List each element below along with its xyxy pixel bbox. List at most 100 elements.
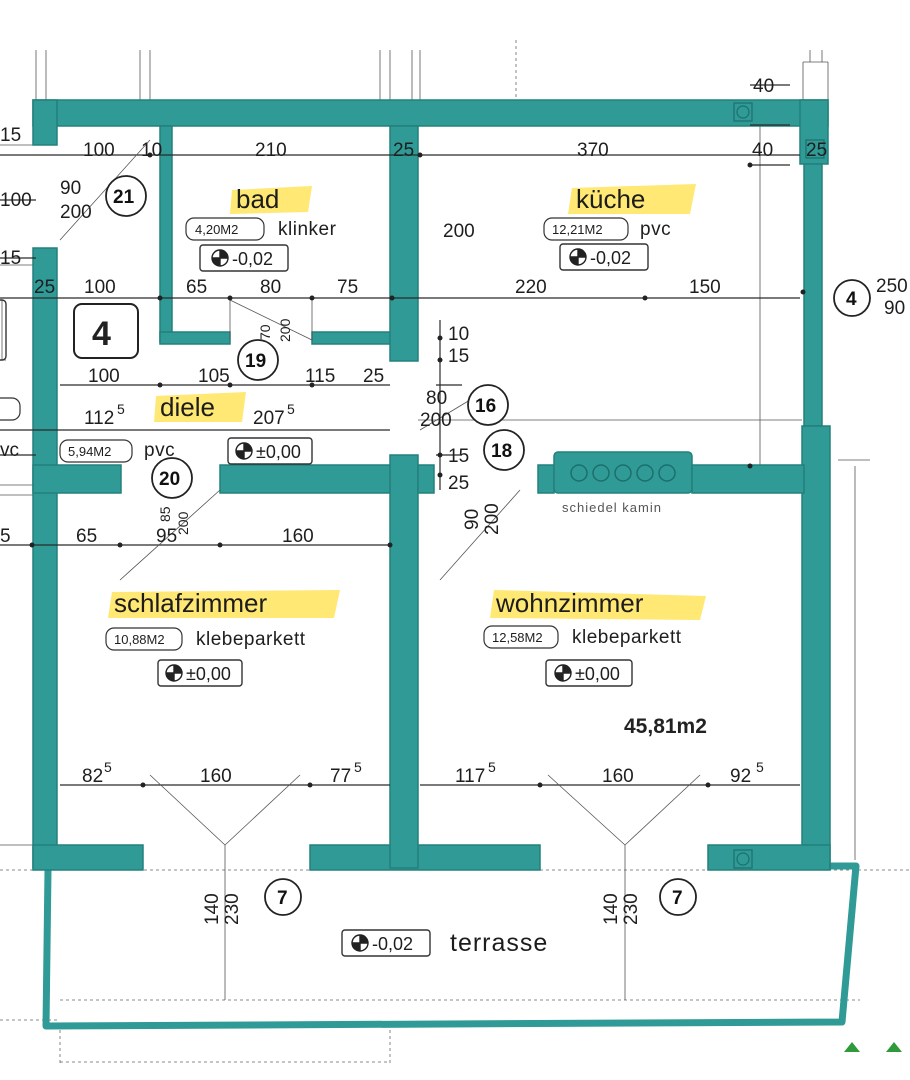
level-kueche: -0,02: [559, 243, 649, 271]
terrace-outline: [42, 862, 860, 1030]
dimension-labels: 15 40 100 10 210 25 370 40 25 90 100 200…: [0, 76, 908, 925]
marker-19: 19: [237, 339, 279, 381]
left-edge-fragments: [0, 299, 21, 421]
dim-90: 90: [60, 178, 81, 199]
level-bad-text: -0,02: [232, 249, 273, 269]
svg-text:7: 7: [672, 888, 683, 909]
level-wohnzimmer-text: ±0,00: [575, 664, 620, 684]
wohnzimmer-info: 12,58M2 klebeparkett: [483, 625, 682, 649]
svg-text:20: 20: [159, 469, 180, 490]
dim-40-top: 40: [753, 76, 774, 97]
wohnzimmer-material: klebeparkett: [572, 627, 682, 648]
dim-100-diele: 100: [88, 366, 120, 387]
room-name-terrasse: terrasse: [450, 929, 548, 957]
dim-65-bed: 65: [76, 526, 97, 547]
dim-25-right: 25: [806, 140, 827, 161]
dim-150: 150: [689, 277, 721, 298]
dim-220: 220: [515, 277, 547, 298]
level-kueche-text: -0,02: [590, 248, 631, 268]
dimension-ticks: [29, 152, 806, 788]
room-name-wohnzimmer: wohnzimmer: [495, 588, 644, 618]
total-area: 45,81m2: [624, 715, 707, 738]
dim-200-bath: 200: [277, 318, 293, 342]
diele-area: 5,94M2: [68, 444, 111, 459]
level-terrasse-text: -0,02: [372, 934, 413, 954]
dim-160-bedwin: 160: [200, 766, 232, 787]
level-bad: -0,02: [199, 244, 289, 272]
dimension-lines: [0, 84, 800, 1000]
level-terrasse: -0,02: [341, 929, 431, 957]
room-highlights: [108, 184, 706, 620]
corner-symbols: [733, 102, 825, 869]
dim-90-right: 90: [884, 298, 905, 319]
marker-7-right: 7: [659, 878, 697, 916]
marker-7-left: 7: [264, 878, 302, 916]
corner-arrows: [844, 1042, 902, 1052]
dim-200-door-20: 200: [175, 511, 191, 535]
room-name-schlafzimmer: schlafzimmer: [114, 588, 267, 618]
dim-95: 95: [156, 526, 177, 547]
bad-area: 4,20M2: [195, 222, 238, 237]
level-diele: ±0,00: [227, 437, 313, 465]
dim-90-door-18: 90: [462, 509, 483, 530]
svg-text:19: 19: [245, 351, 266, 372]
dim-100-top: 100: [83, 140, 115, 161]
dim-77-sup: 5: [354, 759, 362, 775]
dim-vc: vc: [0, 440, 19, 461]
dim-160-livwin: 160: [602, 766, 634, 787]
dim-25-left: 25: [34, 277, 55, 298]
unit-number: 4: [92, 315, 111, 353]
svg-text:7: 7: [277, 888, 288, 909]
dim-160-bed: 160: [282, 526, 314, 547]
level-schlafzimmer-text: ±0,00: [186, 664, 231, 684]
dim-105: 105: [198, 366, 230, 387]
svg-text:21: 21: [113, 187, 135, 208]
dim-80: 80: [260, 277, 281, 298]
marker-21: 21: [105, 175, 147, 217]
chimney-label: schiedel kamin: [562, 500, 662, 515]
dim-92-sup: 5: [756, 759, 764, 775]
dim-25-diele: 25: [363, 366, 384, 387]
svg-text:4: 4: [846, 289, 857, 310]
dim-15-low: 15: [448, 446, 469, 467]
dim-15-left: 15: [0, 248, 21, 269]
dim-15-mid: 15: [448, 346, 469, 367]
wohnzimmer-area: 12,58M2: [492, 630, 543, 645]
room-name-diele: diele: [160, 392, 215, 422]
dim-85: 85: [157, 506, 173, 522]
dim-230-a: 230: [222, 893, 243, 925]
dim-370: 370: [577, 140, 609, 161]
kueche-area: 12,21M2: [552, 222, 603, 237]
dim-75: 75: [337, 277, 358, 298]
dim-112-sup: 5: [117, 401, 125, 417]
dim-25-top: 25: [393, 140, 414, 161]
walls: [32, 99, 831, 871]
room-name-kueche: küche: [576, 184, 645, 214]
dim-250: 250: [876, 276, 908, 297]
marker-18: 18: [483, 429, 525, 471]
dim-65: 65: [186, 277, 207, 298]
dim-80-door: 80: [426, 388, 447, 409]
unit-number-box: 4: [73, 303, 139, 359]
dim-117: 117: [455, 766, 485, 787]
dim-200-door-18: 200: [482, 503, 503, 535]
dim-10-mid: 10: [448, 324, 469, 345]
svg-text:16: 16: [475, 396, 496, 417]
marker-4: 4: [833, 279, 871, 317]
chimney-flues: [570, 464, 676, 482]
dim-100-mid: 100: [84, 277, 116, 298]
diele-info: 5,94M2 pvc: [59, 439, 175, 463]
svg-text:18: 18: [491, 441, 512, 462]
schlafzimmer-area: 10,88M2: [114, 632, 165, 647]
dim-210: 210: [255, 140, 287, 161]
bad-info: 4,20M2 klinker: [185, 217, 336, 241]
level-diele-text: ±0,00: [256, 442, 301, 462]
dim-5: 5: [0, 526, 11, 547]
marker-20: 20: [151, 457, 193, 499]
dim-77: 77: [330, 766, 351, 787]
kueche-material: pvc: [640, 219, 671, 240]
marker-16: 16: [467, 384, 509, 426]
dim-112: 112: [84, 408, 114, 429]
dim-25-low: 25: [448, 473, 469, 494]
kueche-info: 12,21M2 pvc: [543, 217, 671, 241]
